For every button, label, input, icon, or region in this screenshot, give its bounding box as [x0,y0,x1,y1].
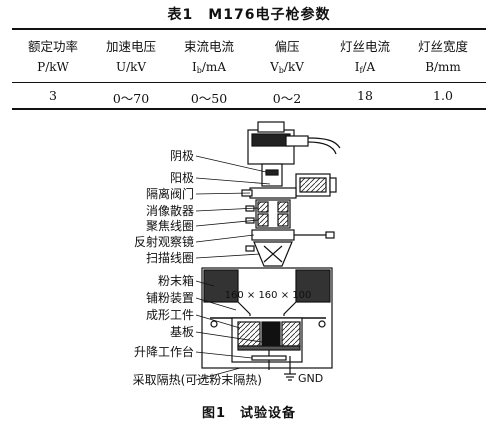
label-isolation-valve: 隔离阀门 [146,186,194,201]
unit-filament-current: If/A [354,60,376,75]
label-substrate: 基板 [170,325,194,339]
value-voltage: 0～70 [112,91,150,106]
label-heat-insulation: 采取隔热(可选粉末隔热) [133,373,262,387]
value-beam-current: 0～50 [190,91,228,106]
value-power: 3 [49,88,57,103]
unit-beam-current: Ib/mA [192,60,226,75]
equipment-diagram: 阴极 阳极 隔离阀门 消像散器 聚焦线圈 反射观察镜 扫描线圈 粉末箱 铺粉装置… [133,121,341,387]
header-filament-current: 灯丝电流 [339,39,390,54]
unit-voltage: U/kV [115,60,147,74]
label-powder-box: 粉末箱 [158,273,194,288]
label-build-dimension: 160 × 160 × 100 [225,290,312,301]
unit-bias: Vb/kV [270,60,304,75]
table-mid-rule [12,82,486,83]
header-power: 额定功率 [27,39,78,54]
figure-caption: 图1 试验设备 [201,406,297,421]
table-title: 表1 M176电子枪参数 [167,7,331,23]
label-lifting-table: 升降工作台 [134,344,194,359]
header-voltage: 加速电压 [105,39,156,54]
label-leaders [195,155,271,381]
label-formed-part: 成形工件 [146,308,194,322]
header-beam-current: 束流电流 [183,39,234,54]
label-focus-coil: 聚焦线圈 [146,219,194,233]
value-filament-current: 18 [357,88,373,103]
value-filament-width: 1.0 [433,88,453,103]
unit-power: P/kW [37,60,69,74]
label-scan-coil: 扫描线圈 [146,251,194,265]
label-stigmator: 消像散器 [146,203,194,218]
header-filament-width: 灯丝宽度 [417,39,468,54]
label-anode: 阳极 [170,171,194,185]
header-bias: 偏压 [274,39,300,54]
value-bias: 0～2 [272,91,302,106]
label-powder-spreader: 铺粉装置 [146,291,194,305]
table-top-rule [12,28,486,30]
label-ground: GND [298,372,323,385]
unit-filament-width: B/mm [425,60,461,74]
electron-gun-column [241,121,341,267]
table-bottom-rule [12,108,486,110]
label-cathode: 阴极 [170,149,194,163]
vacuum-chamber [201,267,333,381]
label-reflector-mirror: 反射观察镜 [134,234,194,249]
